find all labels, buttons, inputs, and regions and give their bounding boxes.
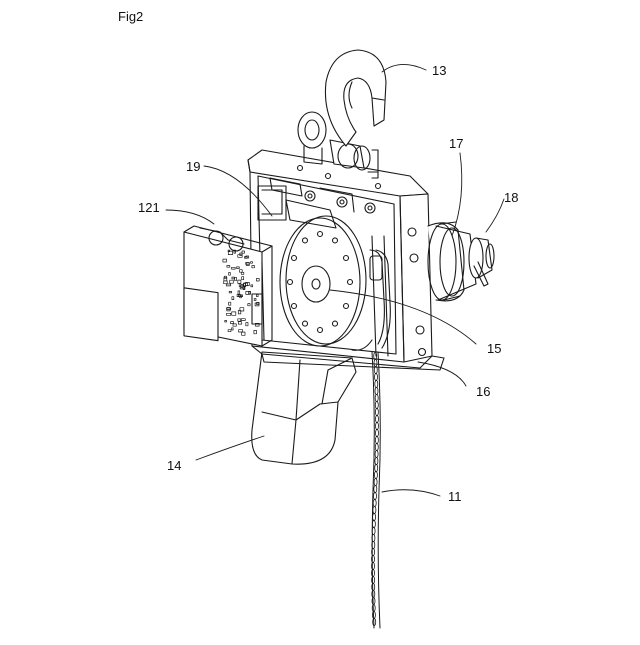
motor-unit <box>428 222 494 301</box>
handle-body <box>252 352 356 464</box>
callout-15: 15 <box>487 341 501 356</box>
leader-13 <box>382 64 426 72</box>
leader-18 <box>486 199 504 232</box>
callout-14: 14 <box>167 458 181 473</box>
callout-11: 11 <box>448 489 462 504</box>
leader-11 <box>382 490 440 496</box>
callout-18: 18 <box>504 190 518 205</box>
callout-121: 121 <box>138 200 160 215</box>
leader-121 <box>166 210 214 224</box>
figure-title: Fig2 <box>118 9 143 24</box>
callout-16: 16 <box>476 384 490 399</box>
callout-13: 13 <box>432 63 446 78</box>
callout-19: 19 <box>186 159 200 174</box>
rotor-disc <box>280 216 366 346</box>
control-board <box>184 226 272 346</box>
chain <box>372 352 381 628</box>
callout-17: 17 <box>449 136 463 151</box>
leader-17 <box>452 153 462 236</box>
